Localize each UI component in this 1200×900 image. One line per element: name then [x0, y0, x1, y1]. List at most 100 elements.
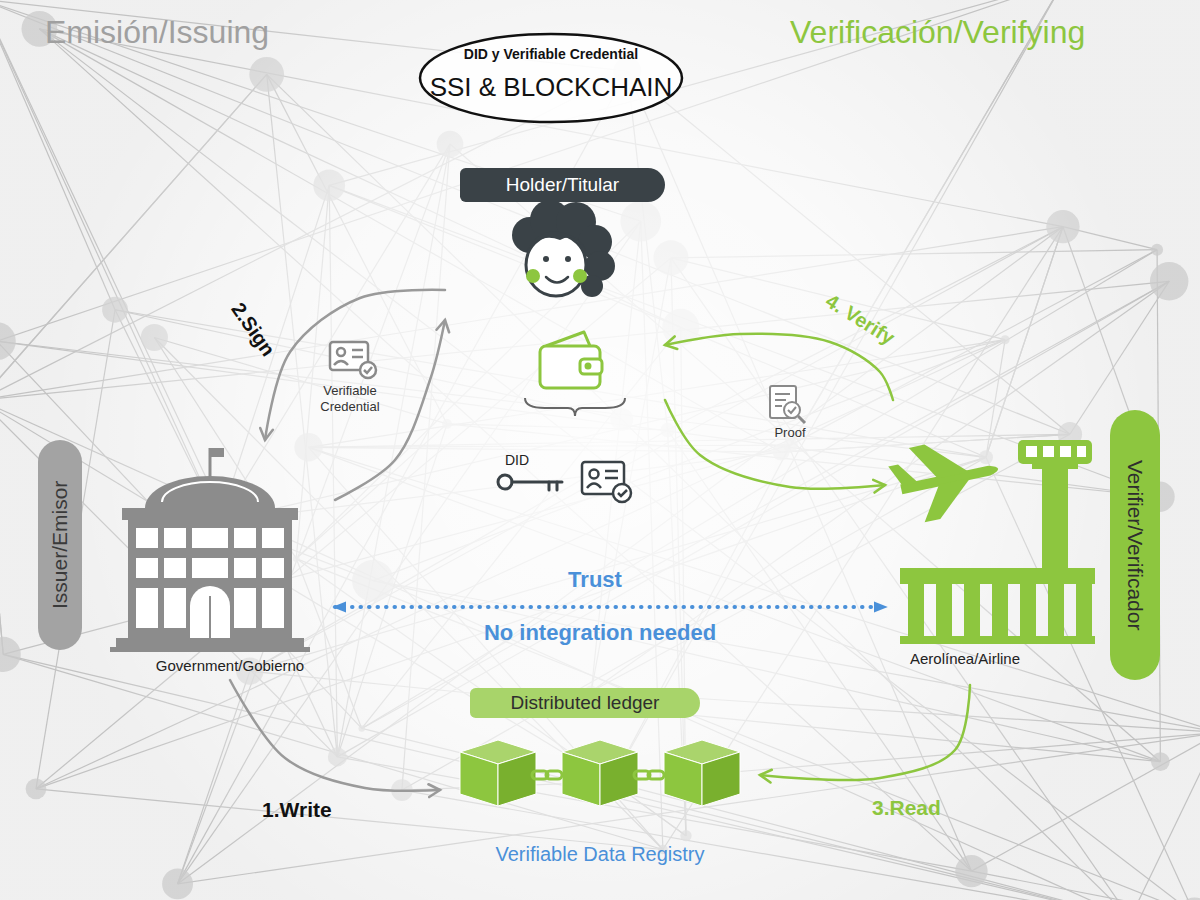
government-building	[110, 448, 310, 652]
government-building	[136, 588, 158, 628]
proof-icon	[784, 402, 800, 418]
blockchain-blocks	[600, 752, 638, 806]
actor-name: Government/Gobierno	[125, 657, 335, 674]
credential-card-icon	[618, 490, 627, 496]
government-building	[110, 647, 310, 652]
government-building	[190, 586, 230, 638]
chain-links	[532, 771, 664, 779]
proof-icon	[798, 416, 805, 423]
verifier-role: Verifier/VerificadorAerolínea/Airline	[885, 400, 1165, 685]
icon-caption: Verifiable Credential	[310, 383, 390, 415]
airport-icon	[888, 461, 918, 488]
actor-name: Aerolínea/Airline	[885, 650, 1045, 667]
key-icon	[498, 475, 562, 490]
oval-title: SSI & BLOCKCHAIN	[418, 72, 684, 102]
icon-caption: Proof	[765, 425, 815, 440]
credential-card-icon	[590, 470, 599, 479]
role-band: Holder/Titular	[460, 168, 665, 202]
airport-icon	[908, 584, 924, 636]
issuer-role: Issuer/EmisorGovernment/Gobierno	[35, 440, 335, 680]
blockchain-blocks	[702, 752, 740, 806]
airport-icon	[1043, 446, 1054, 457]
blockchain-blocks	[460, 740, 740, 806]
credential-icon	[352, 356, 363, 359]
credential-icon	[334, 361, 348, 365]
airport-icon	[992, 584, 1008, 636]
oval-subtitle: DID y Verifiable Credential	[418, 46, 684, 62]
government-building	[136, 528, 158, 548]
credential-card-icon	[613, 484, 631, 502]
connector-arrow	[335, 605, 885, 609]
airport-icon	[1060, 446, 1071, 457]
holder-person	[543, 256, 549, 262]
chain-links	[546, 771, 562, 779]
airport-icon	[900, 636, 1095, 644]
blockchain-blocks	[460, 752, 498, 806]
key-icon	[512, 481, 562, 484]
proof-icon	[775, 399, 786, 401]
key-icon	[556, 482, 559, 490]
airport-icon	[885, 431, 1095, 644]
wallet-icon	[580, 359, 602, 374]
blockchain-blocks	[498, 752, 536, 806]
role-band: Issuer/Emisor	[38, 440, 82, 650]
credential-icon	[352, 349, 363, 352]
airport-icon	[900, 568, 1095, 584]
wallet-icon	[546, 332, 590, 346]
government-building	[210, 448, 224, 457]
holder-person	[526, 234, 586, 296]
airport-icon	[885, 431, 1005, 528]
government-building	[128, 520, 292, 638]
government-building	[234, 558, 256, 578]
government-building	[262, 588, 284, 628]
key-icon	[498, 475, 512, 489]
section-heading: Emisión/Issuing	[45, 14, 269, 51]
holder-role: Holder/Titular	[445, 165, 665, 505]
wallet-icon	[540, 332, 602, 388]
airport-icon	[1018, 440, 1092, 464]
holder-person	[526, 269, 540, 283]
edge-label: 1.Write	[262, 798, 332, 822]
government-building	[136, 558, 158, 578]
credential-card-icon	[605, 477, 618, 480]
icon-caption: DID	[505, 452, 529, 468]
chain-links	[648, 771, 664, 779]
ledger-band: Distributed ledger	[470, 688, 700, 718]
government-building	[192, 558, 228, 578]
credential-icon	[330, 342, 376, 378]
airport-icon	[1032, 462, 1078, 469]
airport-icon	[1077, 446, 1086, 457]
government-building	[164, 588, 186, 628]
registry-name: Verifiable Data Registry	[440, 843, 760, 866]
airport-icon	[1026, 446, 1086, 457]
airport-icon	[909, 437, 969, 483]
connector-arrow	[265, 290, 445, 440]
airport-icon	[1076, 584, 1092, 636]
holder-person	[546, 277, 568, 283]
trust-note: No integration needed	[430, 620, 770, 646]
government-building	[164, 558, 186, 578]
wallet-icon	[586, 364, 590, 368]
connectors	[230, 290, 970, 791]
airport-icon	[918, 478, 978, 522]
connector-arrow	[665, 400, 885, 489]
section-heading: Verificación/Verifying	[790, 14, 1085, 51]
proof-icon	[775, 393, 790, 395]
airport-icon	[1048, 584, 1064, 636]
ledger-group: Distributed ledgerVerifiable Data Regist…	[440, 685, 760, 875]
proof-icon	[770, 386, 805, 423]
blockchain-blocks	[562, 752, 600, 806]
government-building	[262, 528, 284, 548]
brace	[525, 398, 625, 416]
holder-person	[526, 231, 586, 252]
government-building	[234, 588, 256, 628]
credential-card-icon	[582, 462, 631, 502]
key-icon	[548, 482, 551, 490]
proof-icon	[775, 405, 782, 407]
airport-icon	[1042, 469, 1068, 569]
